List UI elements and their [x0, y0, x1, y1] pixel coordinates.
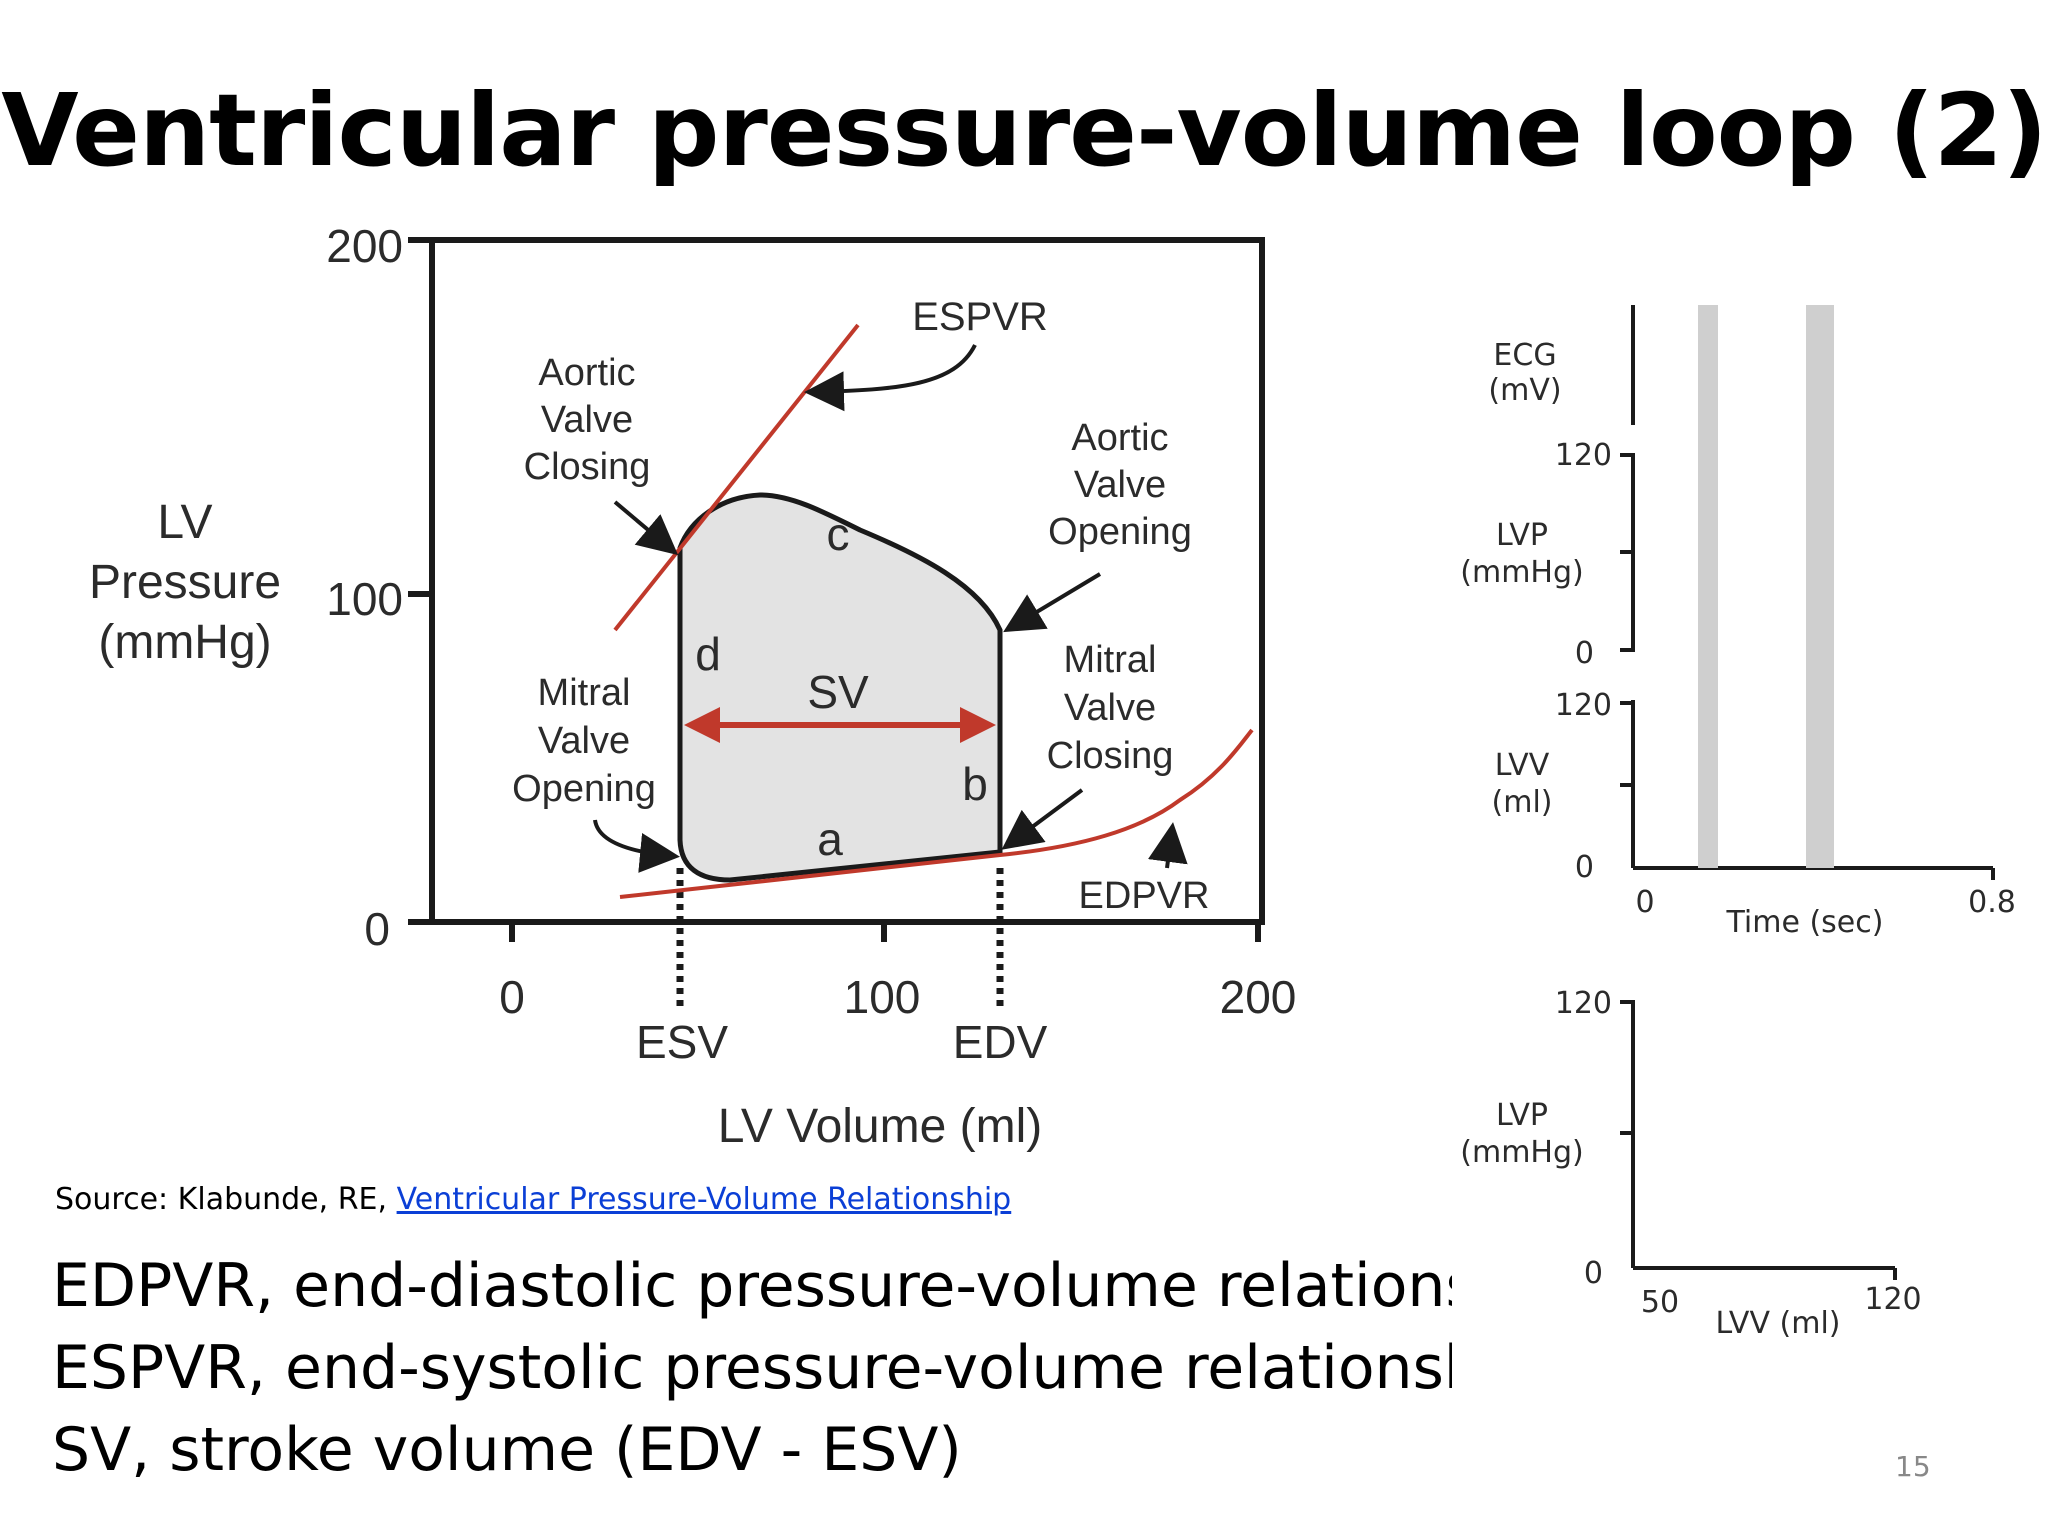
- definition-espvr: ESPVR, end-systolic pressure-volume rela…: [52, 1333, 1452, 1403]
- lvv-tick-0: 0: [1575, 850, 1594, 885]
- y-tick-label-200: 200: [326, 220, 403, 272]
- aortic-closing-line3: Closing: [524, 446, 651, 488]
- side-lvp-label-line2: (mmHg): [1460, 555, 1583, 590]
- mitral-opening-line2: Valve: [538, 720, 630, 762]
- y-tick-label-100: 100: [326, 573, 403, 625]
- lvv-tick-120: 120: [1555, 688, 1612, 723]
- bottom-lvp-label-line1: LVP: [1496, 1098, 1548, 1133]
- x-tick-label-200: 200: [1220, 971, 1297, 1023]
- esv-label: ESV: [636, 1016, 728, 1068]
- aortic-opening-line3: Opening: [1048, 511, 1192, 553]
- mitral-opening-line1: Mitral: [538, 672, 631, 714]
- mitral-opening-line3: Opening: [512, 768, 656, 810]
- phase-b-label: b: [962, 758, 988, 810]
- aortic-opening-line2: Valve: [1074, 464, 1166, 506]
- source-citation: Source: Klabunde, RE, Ventricular Pressu…: [55, 1182, 1011, 1217]
- page-number: 15: [1895, 1450, 1931, 1483]
- bottom-lvp-label-line2: (mmHg): [1460, 1135, 1583, 1170]
- x-tick-label-0: 0: [499, 971, 525, 1023]
- definitions-block: EDPVR, end-diastolic pressure-volume rel…: [52, 1245, 1452, 1495]
- main-ylabel-line1: LV: [157, 496, 212, 549]
- lvv-label-line2: (ml): [1492, 785, 1553, 820]
- mitral-closing-line1: Mitral: [1064, 639, 1157, 681]
- lvv-label-line1: LVV: [1495, 748, 1550, 783]
- ecg-label-line1: ECG: [1493, 338, 1556, 373]
- time-label: Time (sec): [1726, 905, 1884, 940]
- bottom-x-tick-120: 120: [1864, 1282, 1921, 1317]
- edv-label: EDV: [953, 1016, 1048, 1068]
- phase-c-label: c: [827, 508, 850, 560]
- aortic-opening-line1: Aortic: [1071, 417, 1168, 459]
- edpvr-curve: [619, 728, 1254, 899]
- definition-sv: SV, stroke volume (EDV - ESV): [52, 1415, 962, 1485]
- bottom-tick-0: 0: [1584, 1256, 1603, 1291]
- bottom-tick-120: 120: [1555, 986, 1612, 1021]
- pv-loop: [677, 492, 1003, 883]
- main-ylabel-line2: Pressure: [89, 556, 281, 609]
- lvp-tick-120: 120: [1555, 438, 1612, 473]
- main-xlabel: LV Volume (ml): [718, 1100, 1043, 1153]
- definition-edpvr: EDPVR, end-diastolic pressure-volume rel…: [52, 1251, 1452, 1321]
- main-plot-frame: [429, 237, 1265, 925]
- source-prefix: Source: Klabunde, RE,: [55, 1182, 397, 1217]
- side-lvp-label-line1: LVP: [1496, 518, 1548, 553]
- x-tick-label-100: 100: [844, 971, 921, 1023]
- shaded-band-2: [1806, 305, 1834, 868]
- espvr-label: ESPVR: [912, 295, 1048, 339]
- mitral-closing-line2: Valve: [1064, 687, 1156, 729]
- y-tick-label-0: 0: [364, 903, 390, 955]
- aortic-closing-line2: Valve: [541, 399, 633, 441]
- lvp-tick-0: 0: [1575, 636, 1594, 671]
- time-tick-0-8: 0.8: [1968, 885, 2016, 920]
- bottom-x-tick-50: 50: [1641, 1285, 1679, 1320]
- espvr-pointer-arrow: [804, 344, 977, 412]
- ecg-label-line2: (mV): [1488, 373, 1561, 408]
- mitral-closing-arrow: [1001, 788, 1084, 850]
- slide-title: Ventricular pressure-volume loop (2): [1, 72, 2048, 189]
- shaded-band-1: [1698, 305, 1718, 868]
- phase-d-label: d: [695, 628, 721, 680]
- aortic-closing-arrow: [613, 500, 679, 556]
- source-link[interactable]: Ventricular Pressure-Volume Relationship: [396, 1182, 1012, 1217]
- aortic-closing-line1: Aortic: [538, 352, 635, 394]
- bottom-x-label: LVV (ml): [1716, 1306, 1841, 1341]
- edpvr-label: EDPVR: [1079, 875, 1210, 917]
- mitral-opening-arrow: [593, 819, 680, 873]
- aortic-opening-arrow: [1003, 572, 1102, 633]
- time-tick-0: 0: [1635, 885, 1654, 920]
- main-ylabel-line3: (mmHg): [98, 616, 271, 669]
- edpvr-pointer-arrow: [1147, 822, 1188, 869]
- mitral-closing-line3: Closing: [1047, 735, 1174, 777]
- phase-a-label: a: [817, 813, 843, 865]
- sv-label: SV: [807, 666, 869, 718]
